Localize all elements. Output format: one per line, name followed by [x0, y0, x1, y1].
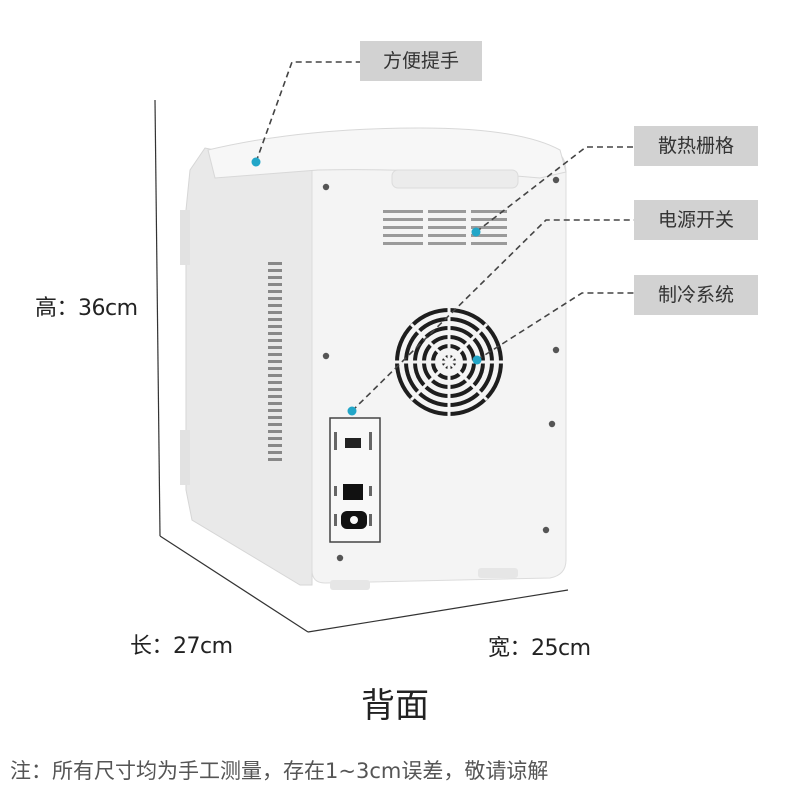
- screws: [322, 176, 560, 562]
- view-caption: 背面: [361, 686, 429, 726]
- callout-leader-lines: [255, 61, 634, 412]
- marker-dots: [251, 157, 482, 416]
- power-control-panel: [329, 417, 381, 543]
- dimension-lines: [154, 99, 569, 633]
- callout-power-switch: 电源开关: [634, 200, 758, 240]
- dimension-length-label: 长：27cm: [130, 634, 233, 659]
- callout-handle: 方便提手: [360, 41, 482, 81]
- cooling-fan-guard: [395, 308, 503, 416]
- vent-grille: [383, 210, 507, 245]
- callout-vent-grille: 散热栅格: [634, 126, 758, 166]
- dimension-height-label: 高：36cm: [35, 296, 138, 321]
- side-vent-slots: [268, 262, 282, 461]
- measurement-note: 注：所有尺寸均为手工测量，存在1~3cm误差，敬请谅解: [10, 759, 549, 783]
- dimension-width-label: 宽：25cm: [488, 636, 591, 661]
- callout-cooling-system: 制冷系统: [634, 275, 758, 315]
- handle-marker-dot: [251, 157, 261, 167]
- switch-marker-dot: [347, 406, 357, 416]
- fridge-side-panel: [180, 147, 313, 586]
- cooling-marker-dot: [472, 355, 482, 365]
- vent-marker-dot: [471, 227, 481, 237]
